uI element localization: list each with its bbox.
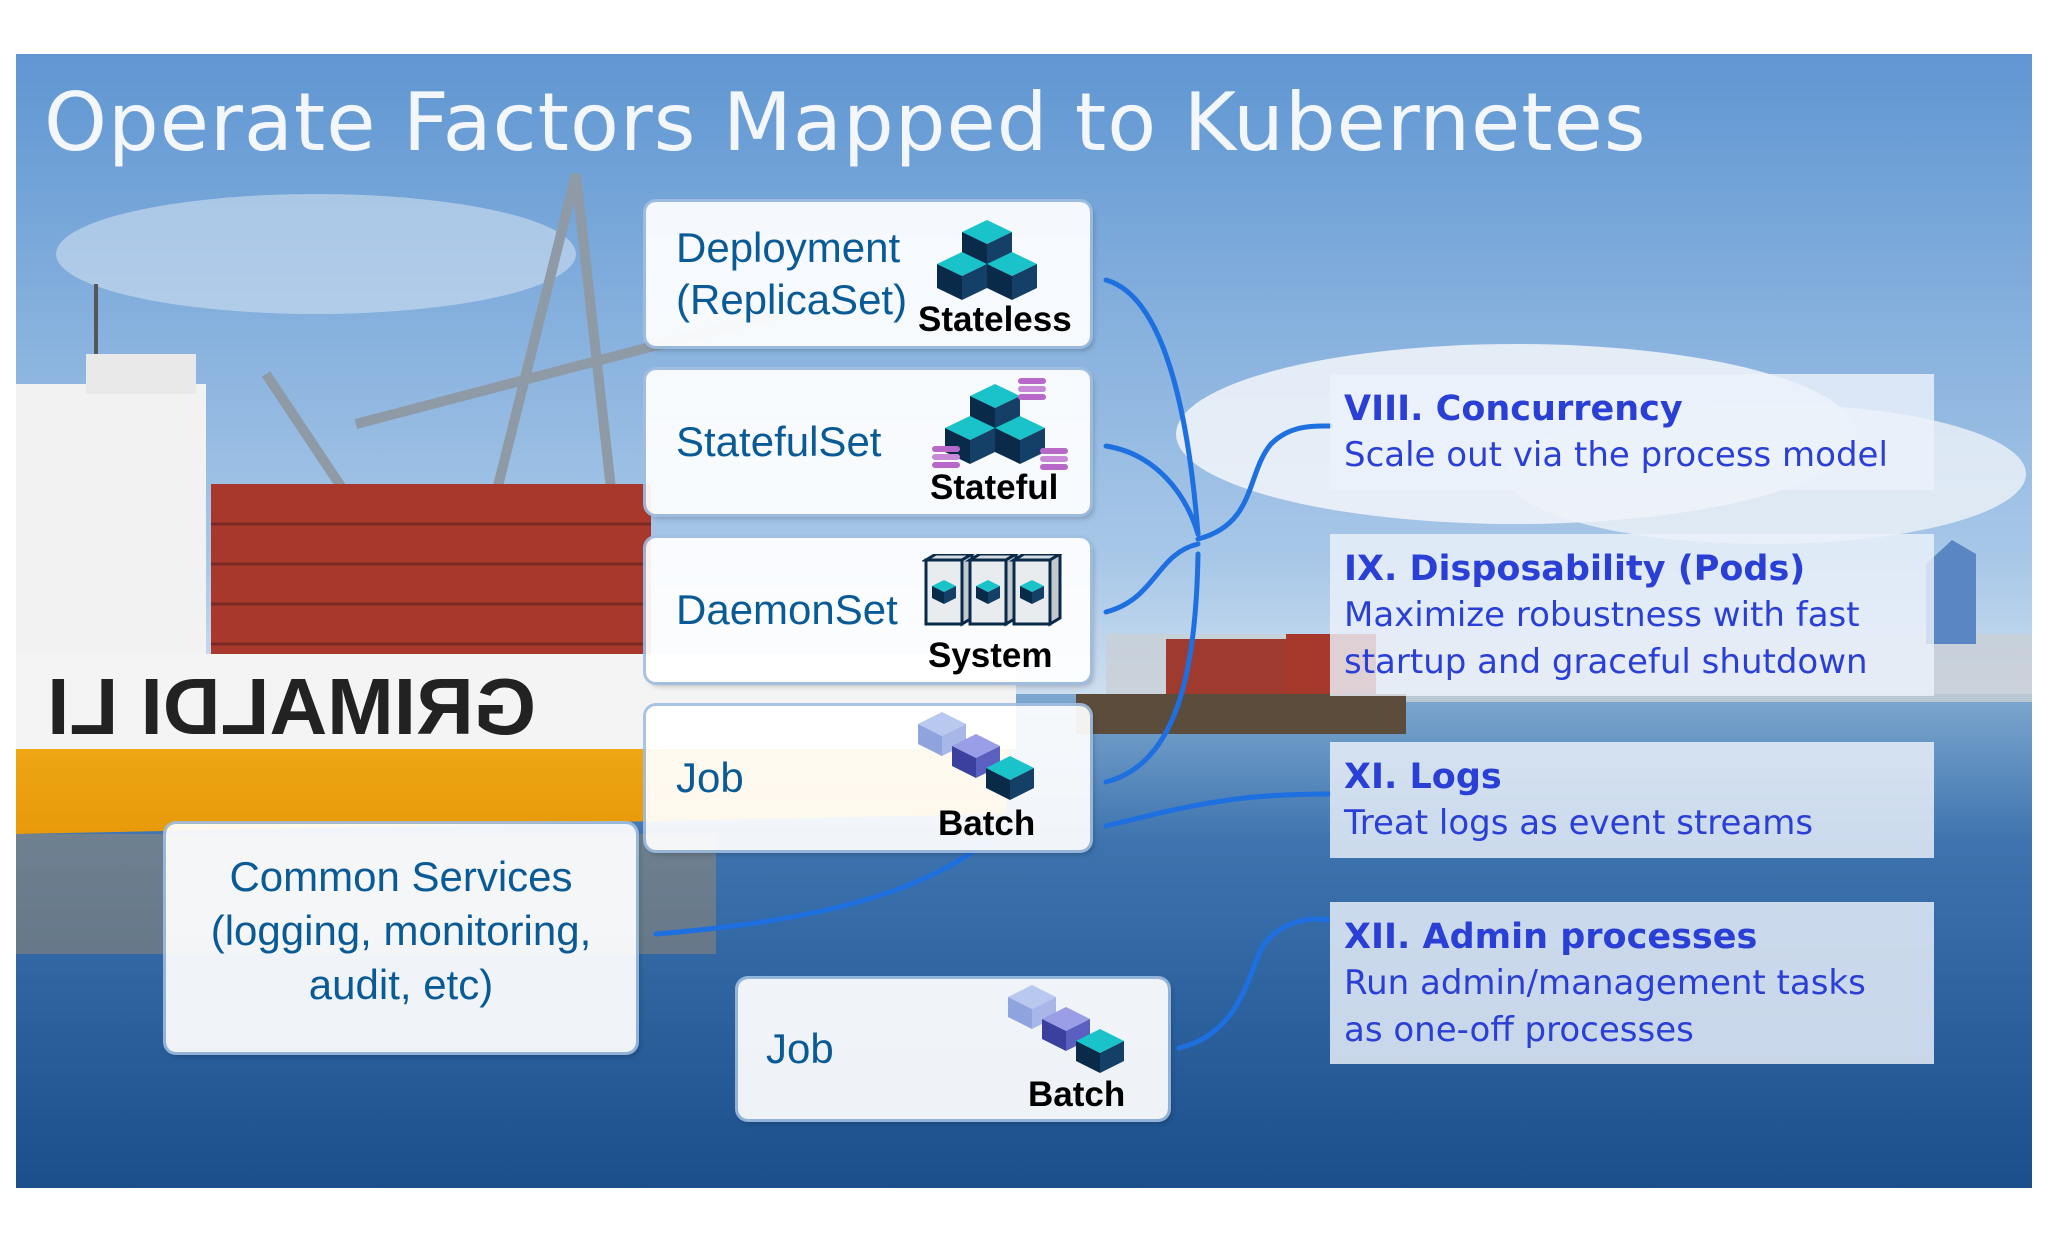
workload-label: Job <box>676 752 744 804</box>
workload-label-line: (ReplicaSet) <box>676 276 908 323</box>
factor-title: XII. Admin processes <box>1344 917 1758 957</box>
factor-disposability: IX. Disposability (Pods) Maximize robust… <box>1330 534 1934 696</box>
batch-cubes-icon <box>918 712 1034 800</box>
workload-label-line: StatefulSet <box>676 418 882 465</box>
workload-label-line: DaemonSet <box>676 586 898 633</box>
slide-title: Operate Factors Mapped to Kubernetes <box>44 76 1647 169</box>
common-services-line: (logging, monitoring, <box>210 907 592 954</box>
factor-concurrency: VIII. Concurrency Scale out via the proc… <box>1330 374 1934 490</box>
common-services-card: Common Services (logging, monitoring, au… <box>166 824 636 1052</box>
server-nodes-icon <box>922 554 1062 627</box>
factor-title: IX. Disposability (Pods) <box>1344 549 1806 589</box>
svg-text:GRIMALDI LI: GRIMALDI LI <box>47 662 536 751</box>
workload-tag: Stateless <box>918 300 1072 339</box>
factor-desc-line: Run admin/management tasks <box>1344 963 1866 1003</box>
workload-tag: Batch <box>938 804 1036 843</box>
factor-logs: XI. Logs Treat logs as event streams <box>1330 742 1934 858</box>
workload-card-deployment: Deployment (ReplicaSet) Stateless <box>646 202 1090 346</box>
workload-label: StatefulSet <box>676 416 881 468</box>
factor-desc-line: Scale out via the process model <box>1344 435 1888 475</box>
workload-tag: System <box>928 636 1053 675</box>
workload-label: DaemonSet <box>676 584 898 636</box>
workload-card-statefulset: StatefulSet <box>646 370 1090 514</box>
workload-label: Job <box>766 1023 834 1075</box>
factor-admin-processes: XII. Admin processes Run admin/managemen… <box>1330 902 1934 1064</box>
workload-label: Deployment (ReplicaSet) <box>676 222 907 326</box>
common-services-line: Common Services <box>229 853 573 900</box>
workload-card-daemonset: DaemonSet <box>646 538 1090 682</box>
common-services-text: Common Services (logging, monitoring, au… <box>166 850 636 1012</box>
workload-label-line: Deployment <box>676 224 901 271</box>
common-services-line: audit, etc) <box>308 961 494 1008</box>
workload-tag: Batch <box>1028 1075 1126 1114</box>
factor-desc-line: Treat logs as event streams <box>1344 803 1814 843</box>
stacked-cubes-icon <box>937 220 1037 300</box>
factor-desc-line: as one-off processes <box>1344 1010 1694 1050</box>
factor-desc-line: startup and graceful shutdown <box>1344 642 1868 682</box>
workload-label-line: Job <box>766 1025 834 1072</box>
factor-desc-line: Maximize robustness with fast <box>1344 595 1860 635</box>
slide: GRIMALDI LI Operate Factors Mapped to Ku… <box>16 54 2032 1188</box>
factor-title: VIII. Concurrency <box>1344 389 1683 429</box>
factor-title: XI. Logs <box>1344 757 1502 797</box>
workload-label-line: Job <box>676 754 744 801</box>
workload-tag: Stateful <box>930 468 1059 507</box>
workload-card-job: Job Batch <box>646 706 1090 850</box>
batch-cubes-icon <box>1008 985 1124 1073</box>
cubes-with-disks-icon <box>932 378 1068 470</box>
workload-card-admin-job: Job Batch <box>738 979 1168 1119</box>
